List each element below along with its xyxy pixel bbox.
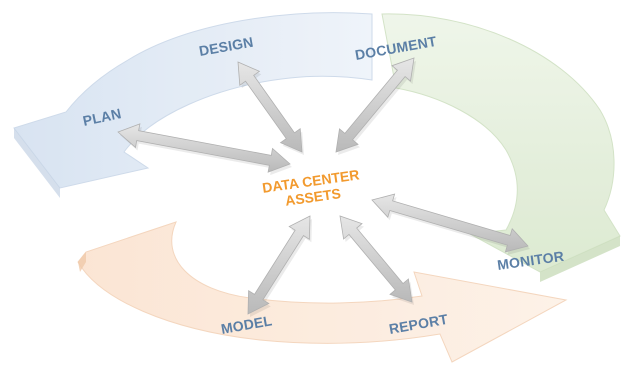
center-title-line2: ASSETS [284,185,342,209]
double-arrow-plan [117,123,291,173]
double-arrow-report [339,215,413,303]
double-arrow-design [237,61,303,153]
double-arrow-model [247,215,311,315]
stage-label-plan: PLAN [81,105,122,129]
blue-cycle-arc [13,12,373,198]
arrow-group [117,57,530,317]
double-arrow-document [335,57,415,153]
orange-cycle-arc [77,221,568,363]
double-arrow-monitor [371,193,529,253]
green-cycle-arc [381,13,621,282]
center-label: DATA CENTER ASSETS [261,166,360,209]
